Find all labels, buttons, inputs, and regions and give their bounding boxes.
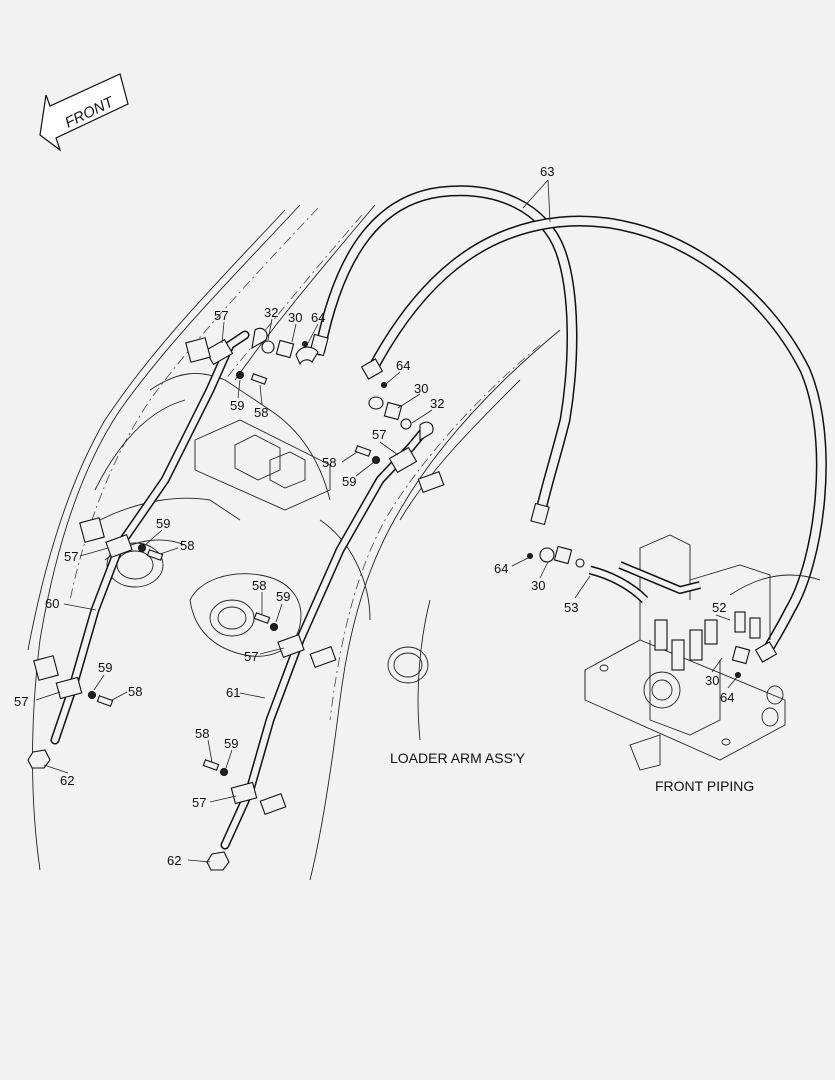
callout-30: 30 (531, 578, 545, 593)
callout-30: 30 (705, 673, 719, 688)
callout-57: 57 (372, 427, 386, 442)
bolts-and-washers (87, 370, 381, 777)
cap-nuts-62 (27, 749, 230, 871)
callout-57: 57 (192, 795, 206, 810)
callout-57: 57 (244, 649, 258, 664)
front-piping-assembly (584, 534, 821, 771)
hose-63 (309, 185, 827, 663)
callout-59: 59 (156, 516, 170, 531)
callout-52: 52 (712, 600, 726, 615)
callout-60: 60 (45, 596, 59, 611)
callout-57: 57 (64, 549, 78, 564)
callout-58: 58 (322, 455, 336, 470)
callout-58: 58 (252, 578, 266, 593)
callout-64: 64 (396, 358, 410, 373)
leader-lines (35, 179, 738, 863)
callout-59: 59 (342, 474, 356, 489)
callout-32: 32 (264, 305, 278, 320)
callout-58: 58 (180, 538, 194, 553)
callout-64: 64 (494, 561, 508, 576)
callout-61: 61 (226, 685, 240, 700)
callout-numbers: 63 57 32 30 64 59 58 64 30 32 57 58 59 5… (14, 164, 734, 868)
callout-58: 58 (128, 684, 142, 699)
callout-57: 57 (14, 694, 28, 709)
callout-62: 62 (60, 773, 74, 788)
front-direction-arrow: FRONT (39, 73, 129, 152)
callout-59: 59 (224, 736, 238, 751)
callout-57: 57 (214, 308, 228, 323)
callout-32: 32 (430, 396, 444, 411)
clamps (33, 337, 445, 816)
callout-63: 63 (540, 164, 554, 179)
loader-arm-outline (27, 204, 561, 881)
callout-59: 59 (276, 589, 290, 604)
fittings (261, 339, 751, 679)
callout-64: 64 (311, 310, 325, 325)
callout-58: 58 (195, 726, 209, 741)
callout-30: 30 (414, 381, 428, 396)
loader-arm-caption: LOADER ARM ASS'Y (390, 750, 526, 766)
callout-58: 58 (254, 405, 268, 420)
callout-30: 30 (288, 310, 302, 325)
callout-59: 59 (230, 398, 244, 413)
callout-53: 53 (564, 600, 578, 615)
callout-59: 59 (98, 660, 112, 675)
front-piping-caption: FRONT PIPING (655, 778, 754, 794)
callout-64: 64 (720, 690, 734, 705)
callout-62: 62 (167, 853, 181, 868)
